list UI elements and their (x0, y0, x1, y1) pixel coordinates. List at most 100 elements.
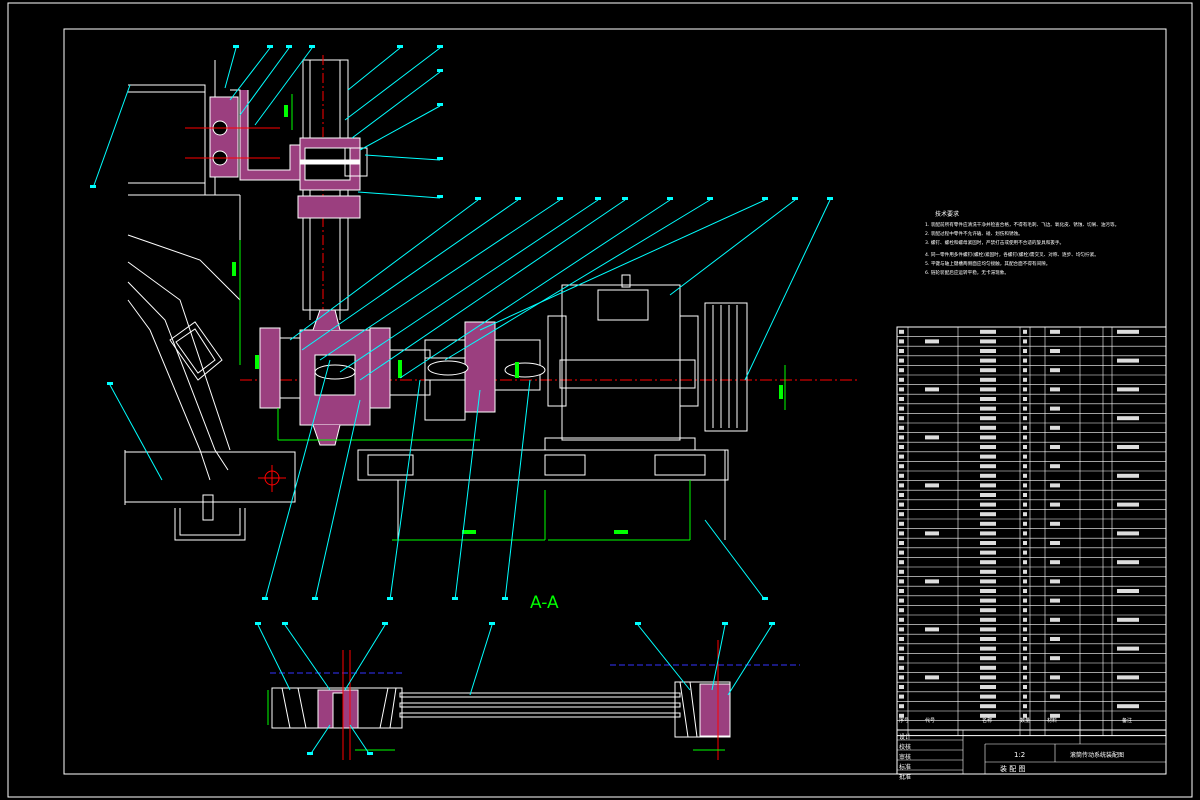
shaft-slot (427, 360, 469, 376)
leader-line (257, 624, 291, 691)
bom-cell-mark (1023, 502, 1027, 507)
bom-cell-mark (980, 685, 996, 689)
coupling-disk (464, 321, 496, 413)
bom-cell-mark (899, 531, 904, 536)
shaft-key (299, 159, 361, 165)
balloon-number (437, 69, 443, 72)
bearing-housing (279, 337, 301, 399)
balloon-number (515, 197, 521, 200)
leader-line (351, 71, 441, 139)
bom-cell-mark (980, 541, 996, 545)
bom-cell-mark (925, 675, 939, 680)
bom-cell-mark (980, 637, 996, 641)
bom-cell-mark (925, 387, 939, 392)
bom-cell-mark (1023, 685, 1027, 689)
dim-text-mark (284, 105, 288, 117)
leader-line (319, 199, 561, 361)
leader-line (469, 624, 493, 696)
title-row-approve: 批准 (899, 773, 911, 781)
leader-line (399, 199, 671, 379)
bom-cell-mark (899, 713, 904, 718)
bom-cell-mark (1117, 589, 1139, 593)
bom-cell-mark (899, 454, 904, 459)
leader-line (357, 191, 441, 199)
gearbox-cover (597, 289, 649, 321)
bom-cell-mark (1117, 704, 1139, 709)
bom-cell-mark (980, 569, 996, 574)
balloon-number (107, 382, 113, 385)
bom-cell-mark (980, 368, 996, 373)
belt (399, 712, 681, 718)
incline-frame (127, 299, 211, 481)
bom-cell-mark (980, 387, 996, 392)
bom-cell-mark (1023, 646, 1027, 651)
bom-cell-mark (1050, 329, 1060, 334)
bom-cell-mark (1023, 569, 1027, 574)
side-bracket (230, 89, 301, 181)
leader-line (229, 47, 271, 101)
bom-cell-mark (925, 531, 939, 536)
leader-line (364, 154, 441, 161)
balloon-number (762, 197, 768, 200)
bom-cell-mark (980, 493, 996, 497)
bom-cell-mark (1050, 502, 1060, 507)
balloon-number (307, 752, 313, 755)
bom-cell-mark (899, 569, 904, 574)
bom-cell-mark (1023, 521, 1027, 526)
bom-col-name: 名称 (982, 717, 992, 724)
bom-cell-mark (1050, 387, 1060, 392)
bom-cell-mark (1023, 550, 1027, 555)
pulley-groove (281, 687, 397, 729)
bom-cell-mark (1023, 473, 1027, 478)
sheet-border (7, 2, 1193, 798)
bom-cell-mark (899, 358, 904, 363)
bom-cell-mark (1050, 406, 1060, 411)
leader-line (309, 724, 331, 756)
leader-line (711, 624, 726, 691)
bom-cell-mark (1023, 531, 1027, 536)
bom-cell-mark (1023, 675, 1027, 680)
balloon-number (90, 185, 96, 188)
bracket-plate (209, 96, 239, 178)
bom-cell-mark (980, 704, 996, 709)
bom-cell-mark (1050, 445, 1060, 449)
belt (399, 702, 681, 708)
bom-cell-mark (980, 521, 996, 526)
base-slot (654, 454, 706, 476)
bom-cell-mark (1117, 560, 1139, 565)
title-block (896, 729, 1167, 775)
belt (399, 692, 681, 698)
drawing-name: 滚筒传动系统装配图 (1070, 751, 1124, 759)
bom-cell-mark (1050, 483, 1060, 488)
drawing-geometry (90, 45, 1167, 775)
balloon-number (595, 197, 601, 200)
bom-cell-mark (899, 579, 904, 584)
bom-cell-mark (1023, 665, 1027, 670)
bom-cell-mark (1117, 617, 1139, 622)
bom-cell-mark (1023, 416, 1027, 421)
bom-cell-mark (980, 550, 996, 555)
technical-notes: 技术要求 1. 装配前所有零件应清洗干净并检查合格，不得有毛刺、飞边、氧化皮、锈… (925, 210, 1119, 276)
bom-cell-mark (925, 339, 939, 344)
bom-cell-mark (1023, 704, 1027, 709)
bom-cell-mark (1050, 694, 1060, 699)
bom-cell-mark (899, 464, 904, 469)
bom-cell-mark (980, 656, 996, 661)
balloon-number (267, 45, 273, 48)
bom-cell-mark (899, 608, 904, 613)
bom-cell-mark (899, 521, 904, 526)
bom-cell-mark (980, 598, 996, 603)
bom-cell-mark (1117, 531, 1139, 536)
balloon-number (635, 622, 641, 625)
leader-line (444, 199, 711, 361)
bracket-box (169, 321, 223, 381)
bom-cell-mark (980, 531, 996, 536)
bom-cell-mark (899, 665, 904, 670)
bom-cell-mark (1117, 387, 1139, 392)
bom-cell-mark (1050, 675, 1060, 680)
bom-cell-mark (980, 483, 996, 488)
balloon-number (387, 597, 393, 600)
balloon-number (622, 197, 628, 200)
leader-line (744, 199, 831, 381)
bom-cell-mark (1023, 483, 1027, 488)
